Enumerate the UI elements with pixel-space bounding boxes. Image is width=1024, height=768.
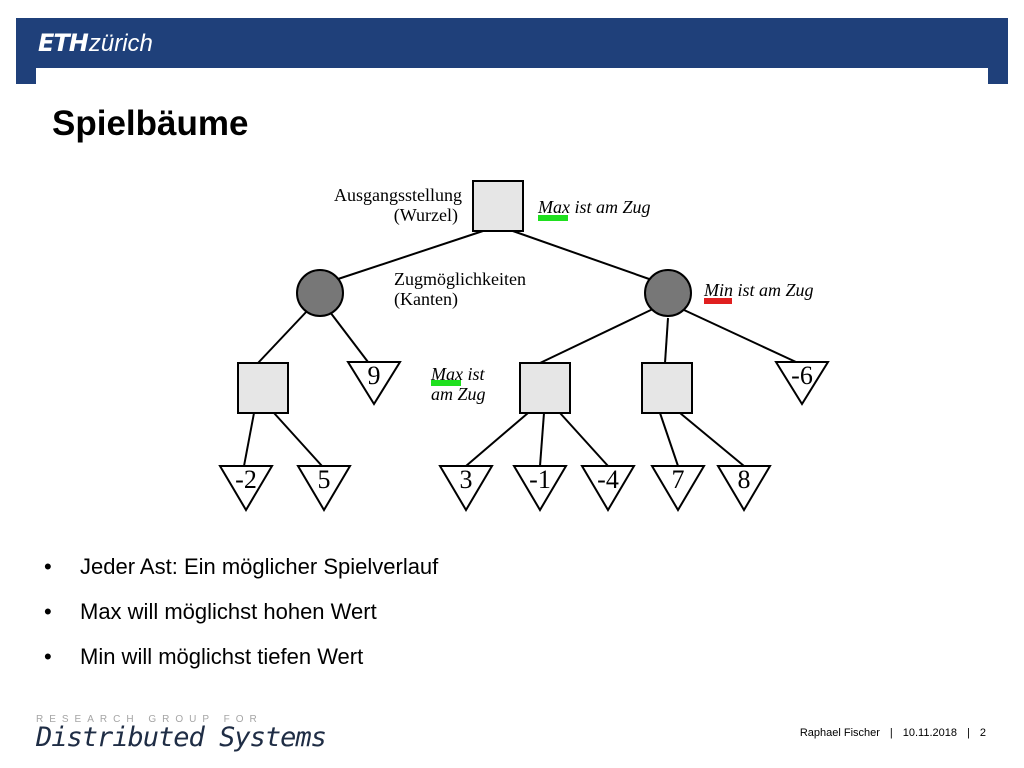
edge-minl-leaf9 — [329, 311, 369, 363]
max-turn-word: Max — [537, 197, 570, 217]
leaf-minus4: -4 — [580, 465, 636, 512]
max-node-left — [237, 362, 289, 414]
max-node-right — [641, 362, 693, 414]
logo-eth-text: ETH — [38, 29, 89, 57]
bullet-text: Max will möglichst hohen Wert — [80, 599, 377, 624]
tree-edges — [243, 229, 797, 467]
edge-maxm-leafm1 — [539, 412, 545, 467]
edge-minr-maxr — [664, 317, 669, 364]
min-turn-word: Min — [703, 280, 733, 300]
footer-group-name: Distributed Systems — [36, 722, 327, 753]
leaf-value: -6 — [791, 361, 813, 390]
leaf-value: 9 — [368, 361, 381, 390]
max-turn2-line1: Max ist — [430, 364, 485, 384]
leaf-value: 3 — [460, 465, 473, 494]
bullet-dot: • — [44, 599, 52, 624]
edge-maxr-leaf8 — [679, 412, 745, 467]
bullet-item: • Max will möglichst hohen Wert — [44, 597, 438, 642]
leaf-minus1: -1 — [512, 465, 568, 512]
eth-zurich-logo: ETH zürich — [38, 28, 153, 58]
edges-label-line2: (Kanten) — [394, 289, 458, 310]
edge-maxm-leaf3 — [465, 412, 529, 467]
leaf-5: 5 — [296, 465, 352, 512]
bullet-text: Jeder Ast: Ein möglicher Spielverlauf — [80, 554, 439, 579]
min-turn-label: Min ist am Zug — [703, 280, 814, 300]
max-color-marker-2 — [431, 380, 461, 386]
leaf-9: 9 — [346, 361, 402, 406]
leaf-value: -2 — [235, 465, 257, 494]
footer-page-number: 2 — [979, 727, 986, 739]
bullet-item: • Jeder Ast: Ein möglicher Spielverlauf — [44, 552, 438, 597]
edges-label-line1: Zugmöglichkeiten — [394, 269, 526, 289]
min-color-marker — [704, 298, 732, 304]
footer-author: Raphael Fischer — [799, 727, 880, 739]
root-max-node — [472, 180, 524, 232]
header-right-tab — [988, 68, 1008, 84]
leaf-value: 5 — [318, 465, 331, 494]
leaf-7: 7 — [650, 465, 706, 512]
bullet-list: • Jeder Ast: Ein möglicher Spielverlauf •… — [44, 552, 438, 687]
bullet-dot: • — [44, 644, 52, 669]
footer-separator: | — [967, 727, 970, 739]
edge-root-min-right — [509, 229, 653, 281]
min-node-right — [644, 269, 692, 317]
min-node-left — [296, 269, 344, 317]
bullet-text: Min will möglichst tiefen Wert — [80, 644, 364, 669]
max-color-marker — [538, 215, 568, 221]
bullet-item: • Min will möglichst tiefen Wert — [44, 642, 438, 687]
root-label-line1: Ausgangsstellung — [334, 185, 462, 205]
footer-separator: | — [889, 727, 893, 739]
edge-root-min-left — [334, 229, 487, 281]
max-node-middle — [519, 362, 571, 414]
header-bar — [16, 18, 1008, 68]
edge-maxl-leaf5 — [273, 412, 323, 467]
min-turn-rest: ist am Zug — [733, 280, 814, 300]
max-turn2-word: Max — [430, 364, 463, 384]
footer-date: 10.11.2018 — [902, 727, 958, 739]
header-left-tab — [16, 68, 36, 84]
max-turn2-rest: ist — [463, 364, 486, 384]
leaf-minus2: -2 — [218, 465, 274, 512]
edge-minr-maxm — [539, 307, 656, 364]
edge-maxr-leaf7 — [659, 412, 679, 467]
slide-title: Spielbäume — [52, 104, 249, 143]
max-turn2-line2: am Zug — [431, 384, 486, 404]
edge-minl-maxl — [257, 309, 309, 364]
leaf-value: 7 — [672, 465, 685, 494]
leaf-8: 8 — [716, 465, 772, 512]
logo-zurich-text: zürich — [88, 30, 153, 57]
footer-research-group: RESEARCH GROUP FOR — [36, 714, 263, 725]
max-turn-rest: ist am Zug — [570, 197, 651, 217]
bullet-dot: • — [44, 554, 52, 579]
leaf-minus6: -6 — [774, 361, 830, 406]
root-label-line2: (Wurzel) — [394, 205, 458, 226]
edge-maxm-leafm4 — [559, 412, 609, 467]
max-turn-label: Max ist am Zug — [537, 197, 651, 217]
leaf-value: -4 — [597, 465, 619, 494]
leaf-value: 8 — [738, 465, 751, 494]
edge-minr-leafm6 — [683, 309, 797, 363]
leaf-3: 3 — [438, 465, 494, 512]
footer-meta: Raphael Fischer | 10.11.2018 | 2 — [800, 727, 986, 739]
leaf-value: -1 — [529, 465, 551, 494]
edge-maxl-leafm2 — [243, 412, 255, 467]
